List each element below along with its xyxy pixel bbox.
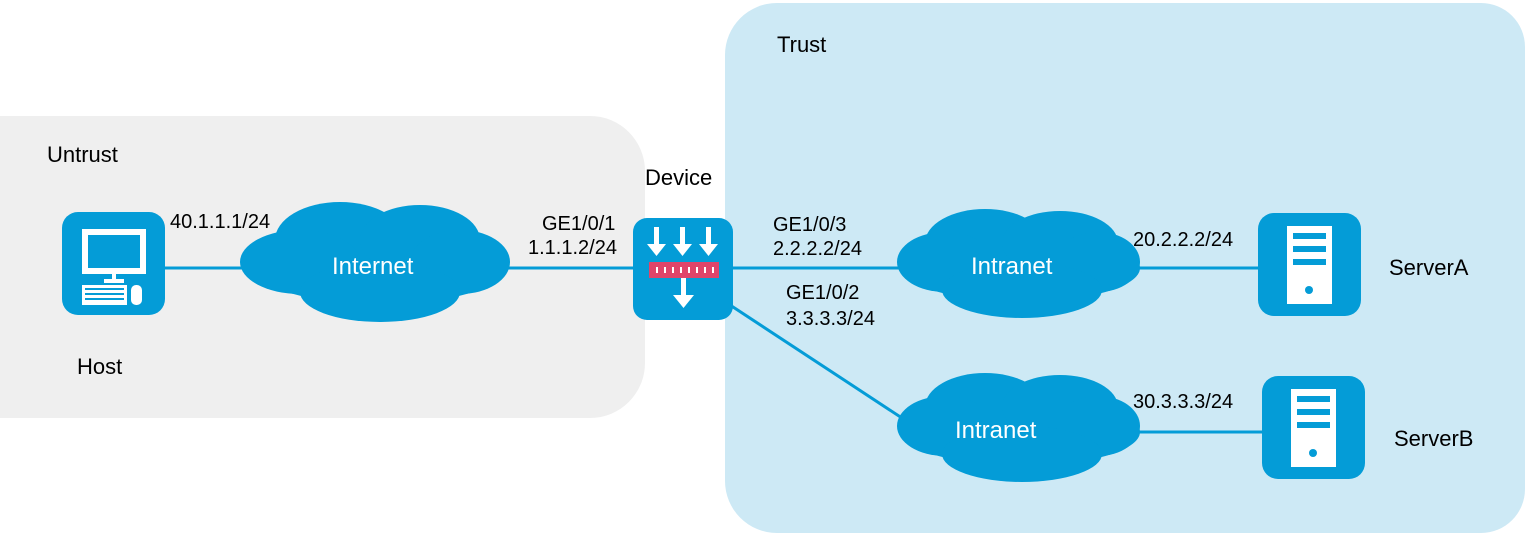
server-a-label: ServerA bbox=[1389, 255, 1469, 280]
server-a-ip-label: 20.2.2.2/24 bbox=[1133, 229, 1234, 251]
host-ip-label: 40.1.1.1/24 bbox=[170, 211, 271, 233]
internet-label: Internet bbox=[332, 253, 414, 280]
server-icon-b[interactable] bbox=[1262, 376, 1365, 479]
ge103-ip-label: 2.2.2.2/24 bbox=[773, 238, 862, 260]
trust-zone-label: Trust bbox=[777, 32, 827, 57]
server-icon-a[interactable] bbox=[1258, 213, 1361, 316]
ge101-name-label: GE1/0/1 bbox=[542, 213, 616, 235]
server-b-ip-label: 30.3.3.3/24 bbox=[1133, 391, 1234, 413]
intranet-b-label: Intranet bbox=[955, 417, 1037, 444]
intranet-a-label: Intranet bbox=[971, 253, 1053, 280]
firewall-icon[interactable] bbox=[633, 218, 733, 320]
untrust-zone-label: Untrust bbox=[47, 142, 118, 167]
server-b-label: ServerB bbox=[1394, 426, 1474, 451]
device-label: Device bbox=[645, 165, 713, 190]
link-device-intranet-b bbox=[729, 303, 906, 422]
ge102-name-label: GE1/0/2 bbox=[786, 282, 860, 304]
cloud-icon-intranet-a[interactable] bbox=[897, 209, 1140, 318]
ge102-ip-label: 3.3.3.3/24 bbox=[786, 308, 875, 330]
cloud-icon-intranet-b[interactable] bbox=[897, 373, 1140, 482]
pc-icon[interactable] bbox=[62, 212, 165, 315]
ge103-name-label: GE1/0/3 bbox=[773, 214, 847, 236]
cloud-icon-internet[interactable] bbox=[240, 202, 510, 322]
ge101-ip-label: 1.1.1.2/24 bbox=[528, 237, 617, 259]
host-label: Host bbox=[77, 354, 123, 379]
